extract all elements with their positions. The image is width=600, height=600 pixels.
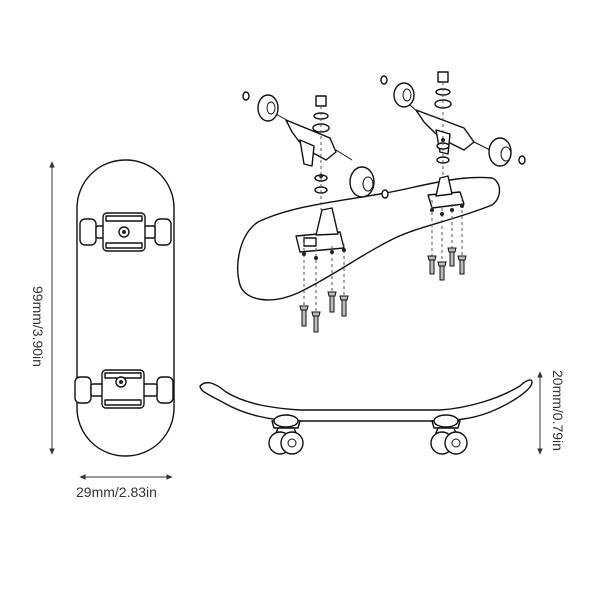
riser: [273, 414, 299, 428]
baseplate-top: [105, 215, 143, 222]
wheel-hub: [287, 438, 297, 448]
axle-left: [275, 113, 291, 123]
rear-baseplate: [427, 175, 465, 209]
kingpin-nut: [119, 380, 123, 384]
deck-outline-top: [76, 159, 175, 457]
front-screws: [299, 291, 349, 333]
front-hanger-assembly: [242, 91, 389, 199]
wheel-right: [488, 137, 512, 167]
hanger: [415, 109, 475, 151]
axle-nut: [381, 189, 389, 199]
deck-side: [199, 379, 533, 422]
rear-truck-side: [430, 414, 468, 455]
rear-screws: [427, 247, 467, 281]
wheel-left: [257, 94, 279, 122]
wheel: [79, 218, 97, 246]
axle-right: [473, 141, 491, 151]
wheel-front: [444, 431, 468, 455]
exploded-view: [237, 71, 526, 333]
width-label: 29mm/2.83in: [76, 484, 157, 500]
side-view: [199, 371, 543, 455]
wheel-bearing: [266, 101, 276, 115]
wheel-left: [393, 82, 415, 108]
axle-nut: [518, 155, 526, 165]
mounting-holes: [302, 138, 464, 260]
kingpin-nut: [315, 95, 327, 107]
baseplate-bottom: [104, 399, 142, 406]
baseplate-hanger: [315, 207, 339, 236]
rear-hanger-assembly: [380, 71, 526, 167]
axle-right: [335, 149, 353, 161]
wheel-bearing: [500, 146, 512, 162]
height-label: 20mm/0.79in: [550, 370, 566, 451]
kingpin-nut: [122, 230, 126, 234]
wheel: [74, 376, 92, 404]
axle-nut: [380, 75, 388, 85]
baseplate-hanger: [435, 175, 453, 197]
riser: [433, 414, 459, 428]
wheel-hub: [451, 438, 461, 448]
baseplate-bottom: [105, 242, 143, 249]
front-truck-side: [268, 414, 304, 455]
plate-detail: [303, 237, 317, 247]
wheel: [154, 218, 172, 246]
wheel-front: [280, 431, 304, 455]
kingpin-nut: [437, 71, 449, 83]
axle-nut: [242, 91, 250, 101]
wheel: [156, 376, 174, 404]
top-view: [49, 159, 175, 480]
rear-truck-top: [74, 369, 174, 409]
baseplate: [101, 369, 145, 409]
hanger: [285, 119, 337, 161]
assembly-guide-lines: [303, 82, 463, 316]
wheel-bearing: [362, 176, 374, 192]
length-label: 99mm/3.90in: [30, 286, 46, 367]
kingpin-housing: [299, 139, 315, 167]
wheel-bearing: [402, 88, 412, 102]
wheel-right: [349, 166, 375, 198]
front-truck-top: [79, 212, 172, 252]
